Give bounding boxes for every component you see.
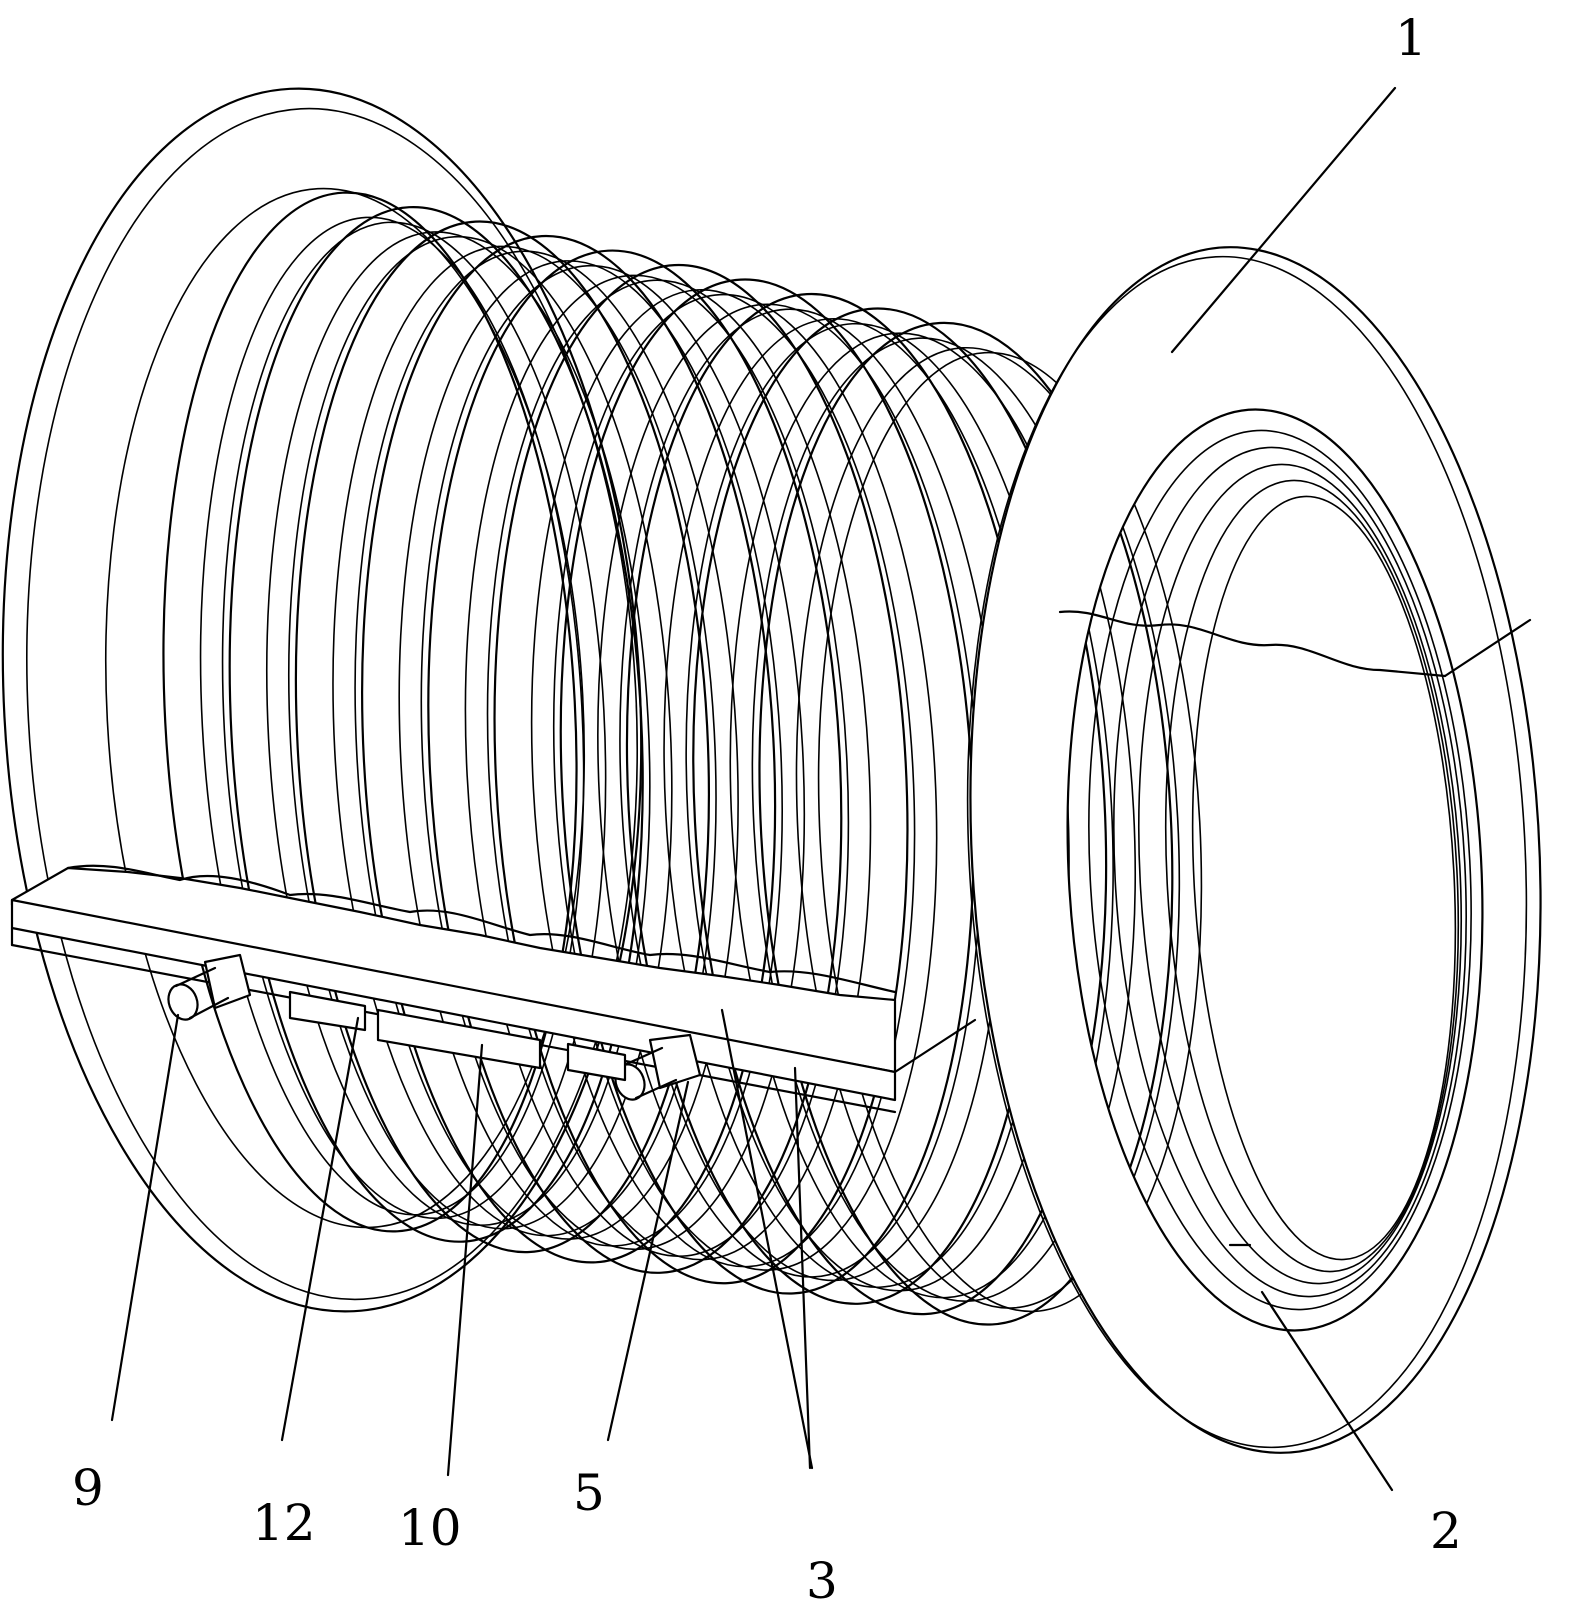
corrugation-ring: [332, 245, 717, 1237]
corrugation-ring: [464, 274, 850, 1258]
corrugation-ring: [354, 250, 739, 1240]
corrugation-ring: [162, 191, 578, 1233]
leader-lines: [110, 86, 1397, 1492]
corrugation-ring: [758, 321, 1174, 1326]
label-10: 10: [398, 1499, 462, 1557]
corrugation-ring: [751, 337, 1137, 1302]
label-3: 3: [806, 1552, 838, 1605]
corrugation-ring: [420, 264, 806, 1251]
corrugation-ring: [795, 346, 1181, 1309]
label-5: 5: [573, 1464, 605, 1522]
label-12: 12: [252, 1494, 316, 1552]
corrugation-ring: [398, 260, 783, 1247]
corrugation-ring: [221, 221, 607, 1220]
label-2: 2: [1430, 1502, 1462, 1560]
label-1: 1: [1395, 9, 1427, 67]
support-strip: [10, 864, 897, 1114]
corrugation-ring: [692, 307, 1108, 1316]
corrugation-ring: [486, 279, 872, 1261]
label-9: 9: [72, 1459, 104, 1517]
corrugation-ring: [729, 332, 1114, 1299]
plate-12: [288, 990, 367, 1032]
corrugation-ring: [552, 293, 938, 1271]
bellows-corrugations: [162, 191, 1203, 1326]
corrugation-ring: [361, 234, 777, 1264]
corrugation-ring: [228, 205, 644, 1243]
corrugation-ring: [265, 231, 651, 1227]
corrugation-ring: [294, 220, 710, 1254]
corrugation-ring: [287, 235, 673, 1230]
corrugation-ring: [493, 263, 909, 1285]
right-flange: [893, 246, 1542, 1454]
part-labels: 1 2 3 5 9 10 12: [72, 9, 1462, 1605]
plate-10: [376, 1008, 542, 1070]
corrugation-ring: [427, 249, 843, 1274]
corrugation-ring: [817, 351, 1203, 1313]
bolt-right: [614, 1033, 702, 1101]
plate-small: [566, 1042, 627, 1082]
corrugation-ring: [199, 216, 585, 1216]
corrugation-ring: [530, 288, 916, 1268]
bolt-left: [167, 953, 252, 1021]
